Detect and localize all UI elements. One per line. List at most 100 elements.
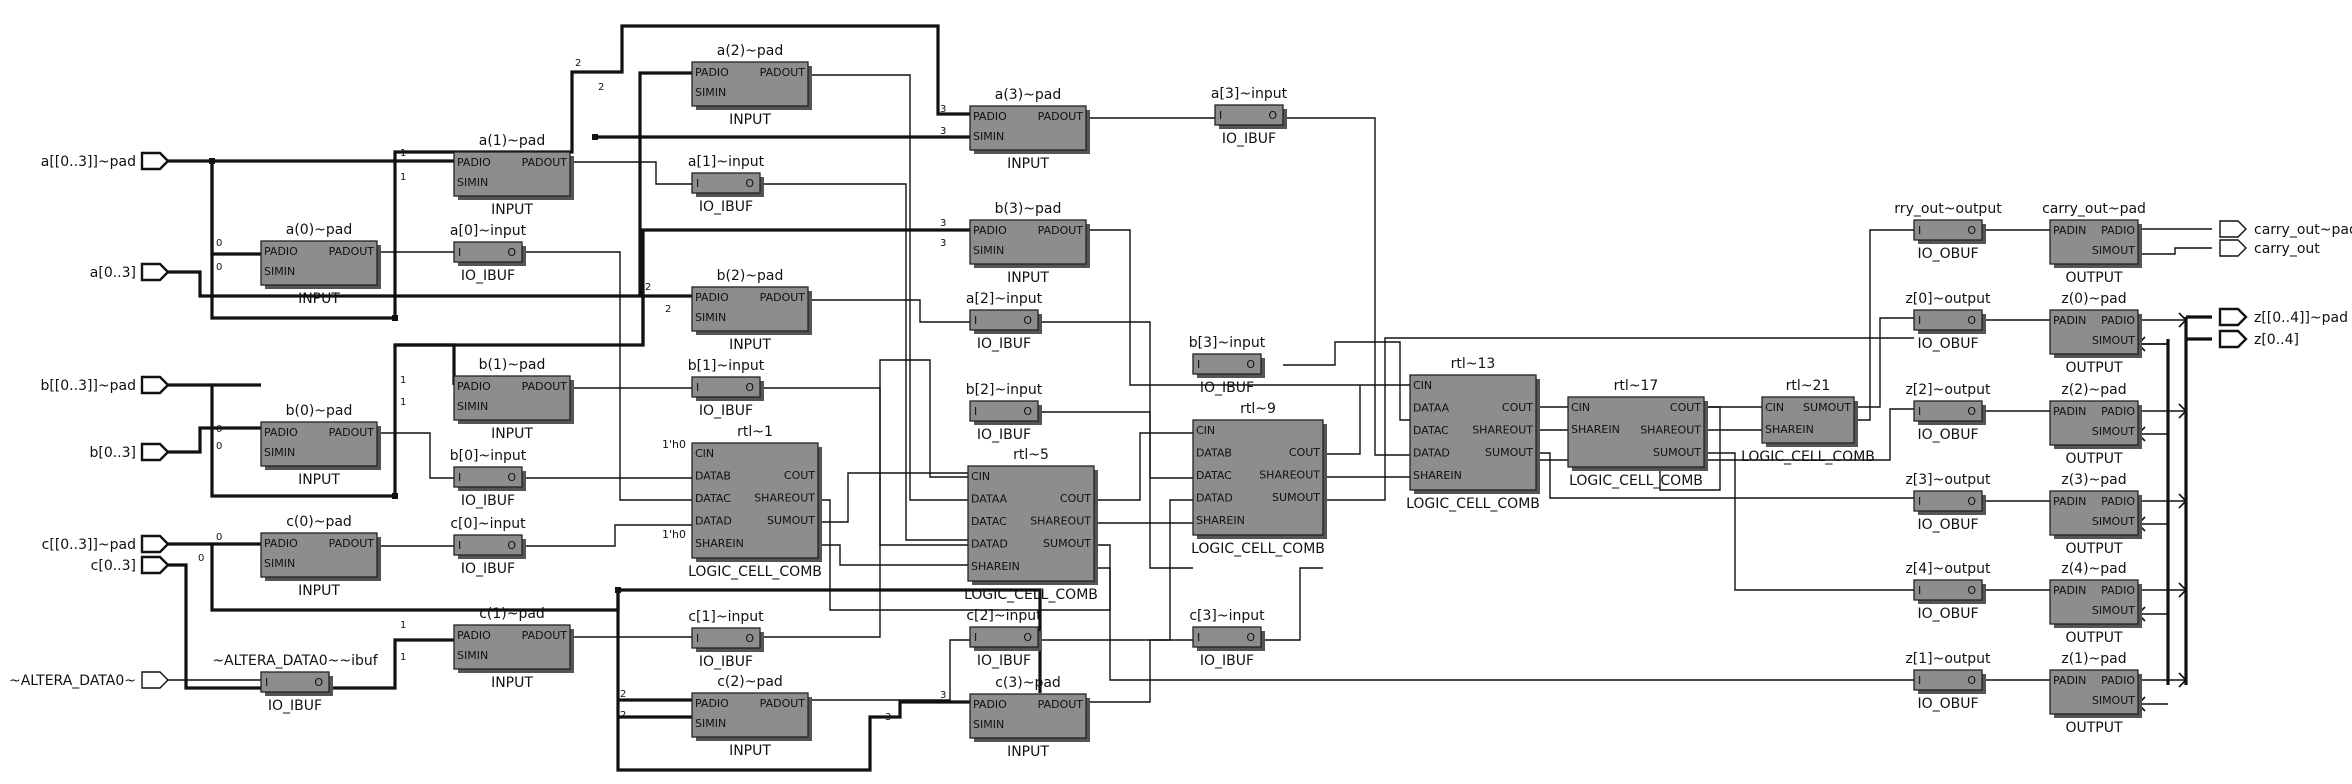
logic-cell-rtl-1[interactable]: rtl~1CINDATABDATACDATADSHAREINCOUTSHAREO… <box>688 424 822 580</box>
output-port-carry-out[interactable]: carry_out <box>2219 239 2320 257</box>
output-port-z-pad[interactable]: z[[0..4]]~pad <box>2218 307 2348 327</box>
block-title: z(3)~pad <box>2061 472 2126 488</box>
pin-label: SHAREIN <box>1196 514 1245 527</box>
pin-label: PADOUT <box>522 380 568 393</box>
block-body <box>967 465 1095 582</box>
signal-wire <box>808 299 970 323</box>
block-title: carry_out~pad <box>2042 201 2146 217</box>
block-title: rtl~1 <box>737 424 773 440</box>
bus-wire <box>168 426 261 454</box>
port-symbol-icon <box>140 555 170 575</box>
pin-label: SIMOUT <box>2092 694 2135 707</box>
pin-label: SIMIN <box>457 649 488 662</box>
input-port-c[interactable]: c[0..3] <box>91 555 170 575</box>
pin-label: CIN <box>971 470 990 483</box>
block-body <box>969 219 1087 265</box>
block-type: IO_IBUF <box>699 654 753 670</box>
pin-label: I <box>1219 109 1222 122</box>
block-type: INPUT <box>1007 270 1049 286</box>
output-port-carry-out-pad[interactable]: carry_out~pad <box>2219 220 2352 238</box>
block-type: IO_IBUF <box>977 653 1031 669</box>
logic-cell-rtl-17[interactable]: rtl~17CINSHAREINCOUTSHAREOUTSUMOUTLOGIC_… <box>1567 378 1708 489</box>
bus-index-label: 3 <box>940 690 946 701</box>
block-title: a[1]~input <box>688 154 765 170</box>
block-type: IO_IBUF <box>977 427 1031 443</box>
pin-label: O <box>1268 109 1277 122</box>
port-label: z[0..4] <box>2254 332 2299 348</box>
signal-wire <box>808 639 970 701</box>
block-type: IO_OBUF <box>1917 606 1978 622</box>
pin-label: O <box>1967 674 1976 687</box>
pin-label: SUMOUT <box>767 514 815 527</box>
input-port-a[interactable]: a[0..3] <box>90 262 170 282</box>
pin-label: PADIO <box>2101 674 2135 687</box>
pin-label: PADIO <box>2101 584 2135 597</box>
input-port-b-pad[interactable]: b[[0..3]]~pad <box>40 375 170 395</box>
output-port-z[interactable]: z[0..4] <box>2218 329 2299 349</box>
arrow-head-icon <box>2178 493 2188 509</box>
pin-label: I <box>1918 495 1921 508</box>
pin-label: O <box>1246 358 1255 371</box>
block-title: b(3)~pad <box>995 201 1062 217</box>
block-title: rry_out~output <box>1894 201 2002 217</box>
pin-label: O <box>745 381 754 394</box>
bus-index-label: 3 <box>940 238 946 249</box>
block-body <box>260 421 378 467</box>
input-port-altera[interactable]: ~ALTERA_DATA0~ <box>9 671 169 689</box>
input-port-c-pad[interactable]: c[[0..3]]~pad <box>42 534 170 554</box>
input-port-b[interactable]: b[0..3] <box>89 442 170 462</box>
signal-wire <box>1086 639 1193 703</box>
block-body <box>2049 669 2139 715</box>
pin-label: O <box>1967 224 1976 237</box>
pin-label: SUMOUT <box>1043 537 1091 550</box>
logic-cell-rtl-5[interactable]: rtl~5CINDATAADATACDATADSHAREINCOUTSHAREO… <box>964 447 1098 603</box>
block-type: IO_OBUF <box>1917 517 1978 533</box>
logic-cell-rtl-13[interactable]: rtl~13CINDATAADATACDATADSHAREINCOUTSHARE… <box>1406 356 1540 512</box>
pin-label: I <box>696 632 699 645</box>
block-title: c(3)~pad <box>995 675 1061 691</box>
input-port-a-pad[interactable]: a[[0..3]]~pad <box>41 151 170 171</box>
bus-index-label: 2 <box>598 82 604 93</box>
block-type: LOGIC_CELL_COMB <box>1406 496 1540 512</box>
logic-cell-rtl-9[interactable]: rtl~9CINDATABDATACDATADSHAREINCOUTSHAREO… <box>1191 401 1327 557</box>
